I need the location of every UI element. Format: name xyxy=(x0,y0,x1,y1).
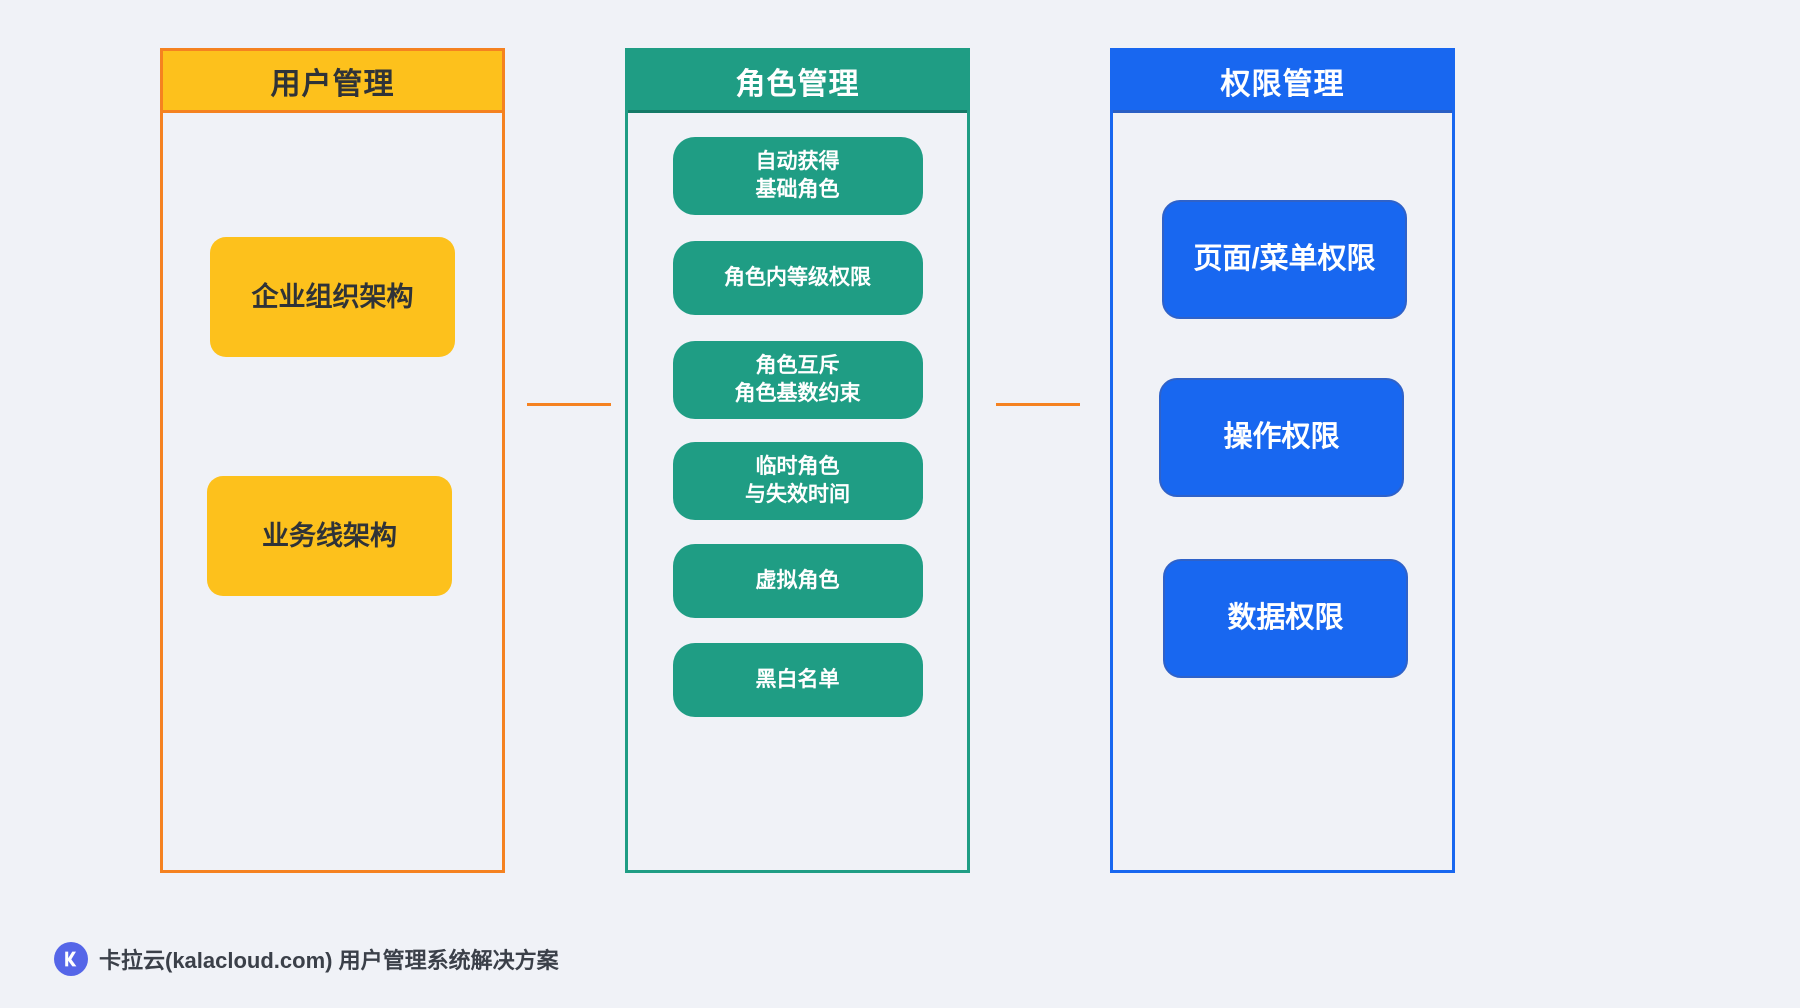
node-label-line: 数据权限 xyxy=(1227,601,1344,634)
node-label-line: 基础角色 xyxy=(755,178,840,201)
node-blacklist-whitelist[interactable]: 黑白名单 xyxy=(672,643,923,717)
node-label-line: 角色互斥 xyxy=(755,353,840,377)
column-body-permission-management: 页面/菜单权限 操作权限 数据权限 xyxy=(1113,113,1452,870)
node-label-line: 临时角色 xyxy=(755,454,840,478)
node-label-line: 角色内等级权限 xyxy=(724,265,871,289)
footer: 卡拉云(kalacloud.com) 用户管理系统解决方案 xyxy=(54,942,559,976)
connector-user-to-role xyxy=(527,403,611,406)
node-label-line: 操作权限 xyxy=(1223,420,1340,453)
node-role-mutual-exclusion-cardinality[interactable]: 角色互斥 角色基数约束 xyxy=(672,341,923,419)
node-enterprise-org-structure[interactable]: 企业组织架构 xyxy=(210,237,455,357)
kalacloud-logo-icon xyxy=(54,942,88,976)
column-role-management: 角色管理 自动获得 基础角色 角色内等级权限 角色互斥 角色基数约束 临时角色 … xyxy=(625,48,970,873)
node-label-line: 黑白名单 xyxy=(755,667,840,691)
node-virtual-role[interactable]: 虚拟角色 xyxy=(672,544,923,618)
node-temporary-role-expiry[interactable]: 临时角色 与失效时间 xyxy=(672,442,923,520)
node-label-line: 页面/菜单权限 xyxy=(1193,242,1376,275)
node-operation-permission[interactable]: 操作权限 xyxy=(1159,378,1404,497)
column-permission-management: 权限管理 页面/菜单权限 操作权限 数据权限 xyxy=(1110,48,1455,873)
node-page-menu-permission[interactable]: 页面/菜单权限 xyxy=(1162,200,1407,319)
footer-text: 卡拉云(kalacloud.com) 用户管理系统解决方案 xyxy=(99,948,559,973)
column-header-user-management: 用户管理 xyxy=(163,51,502,113)
node-label-line: 自动获得 xyxy=(755,149,840,173)
node-label-line: 与失效时间 xyxy=(745,483,850,506)
node-label-line: 虚拟角色 xyxy=(755,568,840,592)
connector-role-to-permission xyxy=(996,403,1080,406)
column-header-role-management: 角色管理 xyxy=(628,51,967,113)
node-business-line-structure[interactable]: 业务线架构 xyxy=(207,476,452,596)
column-body-user-management: 企业组织架构 业务线架构 xyxy=(163,113,502,870)
node-label-line: 企业组织架构 xyxy=(251,281,414,312)
node-auto-acquire-base-role[interactable]: 自动获得 基础角色 xyxy=(672,137,923,215)
column-header-permission-management: 权限管理 xyxy=(1113,51,1452,113)
node-intra-role-level-permission[interactable]: 角色内等级权限 xyxy=(672,241,923,315)
node-label-line: 角色基数约束 xyxy=(734,382,861,405)
column-body-role-management: 自动获得 基础角色 角色内等级权限 角色互斥 角色基数约束 临时角色 与失效时间… xyxy=(628,113,967,870)
node-label-line: 业务线架构 xyxy=(262,520,397,551)
node-data-permission[interactable]: 数据权限 xyxy=(1163,559,1408,678)
column-user-management: 用户管理 企业组织架构 业务线架构 xyxy=(160,48,505,873)
